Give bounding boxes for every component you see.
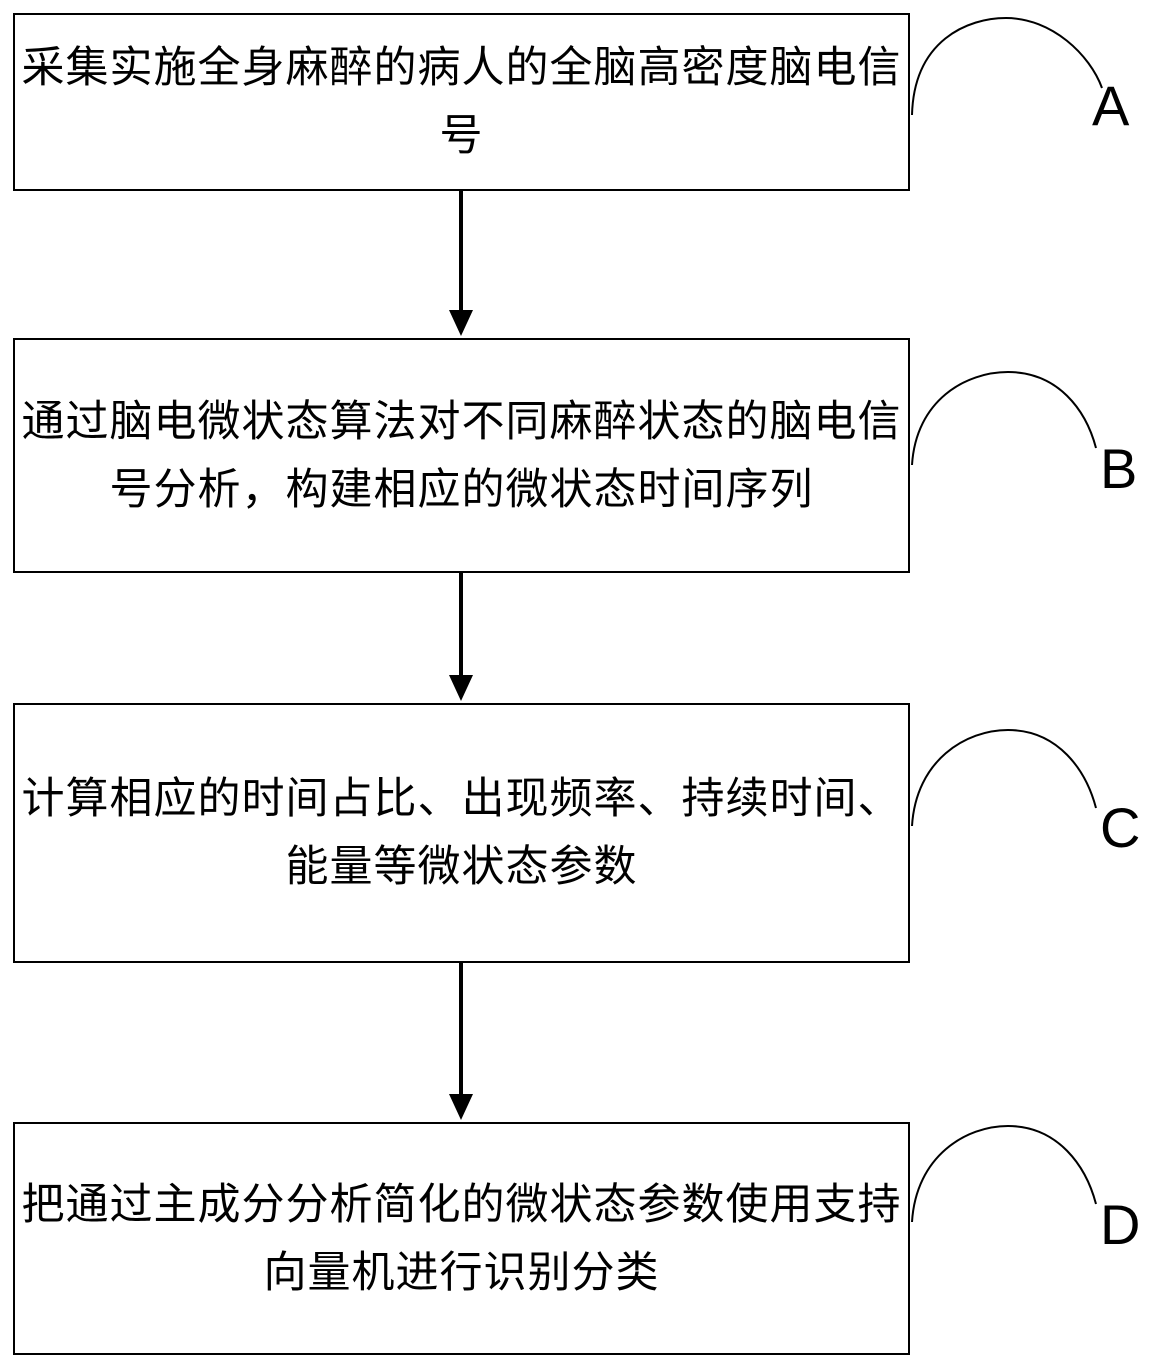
step-text-b: 通过脑电微状态算法对不同麻醉状态的脑电信号分析，构建相应的微状态时间序列 xyxy=(22,388,902,524)
step-text-a: 采集实施全身麻醉的病人的全脑高密度脑电信号 xyxy=(22,34,902,170)
step-label-b: B xyxy=(1100,441,1137,497)
label-leader-b xyxy=(912,372,1096,465)
step-box-b: 通过脑电微状态算法对不同麻醉状态的脑电信号分析，构建相应的微状态时间序列 xyxy=(13,338,910,573)
step-text-d: 把通过主成分分析简化的微状态参数使用支持向量机进行识别分类 xyxy=(22,1171,902,1307)
step-label-d: D xyxy=(1100,1197,1140,1253)
step-box-d: 把通过主成分分析简化的微状态参数使用支持向量机进行识别分类 xyxy=(13,1122,910,1355)
label-leader-c xyxy=(912,730,1096,826)
step-box-a: 采集实施全身麻醉的病人的全脑高密度脑电信号 xyxy=(13,13,910,191)
step-box-c: 计算相应的时间占比、出现频率、持续时间、能量等微状态参数 xyxy=(13,703,910,963)
step-label-c: C xyxy=(1100,800,1140,856)
flow-arrow-c-d xyxy=(449,963,473,1120)
step-label-a: A xyxy=(1092,78,1129,134)
flow-arrow-a-b xyxy=(449,191,473,336)
label-leader-a xyxy=(912,18,1102,115)
flow-arrow-b-c xyxy=(449,573,473,701)
label-leader-d xyxy=(912,1126,1096,1222)
step-text-c: 计算相应的时间占比、出现频率、持续时间、能量等微状态参数 xyxy=(22,765,902,901)
